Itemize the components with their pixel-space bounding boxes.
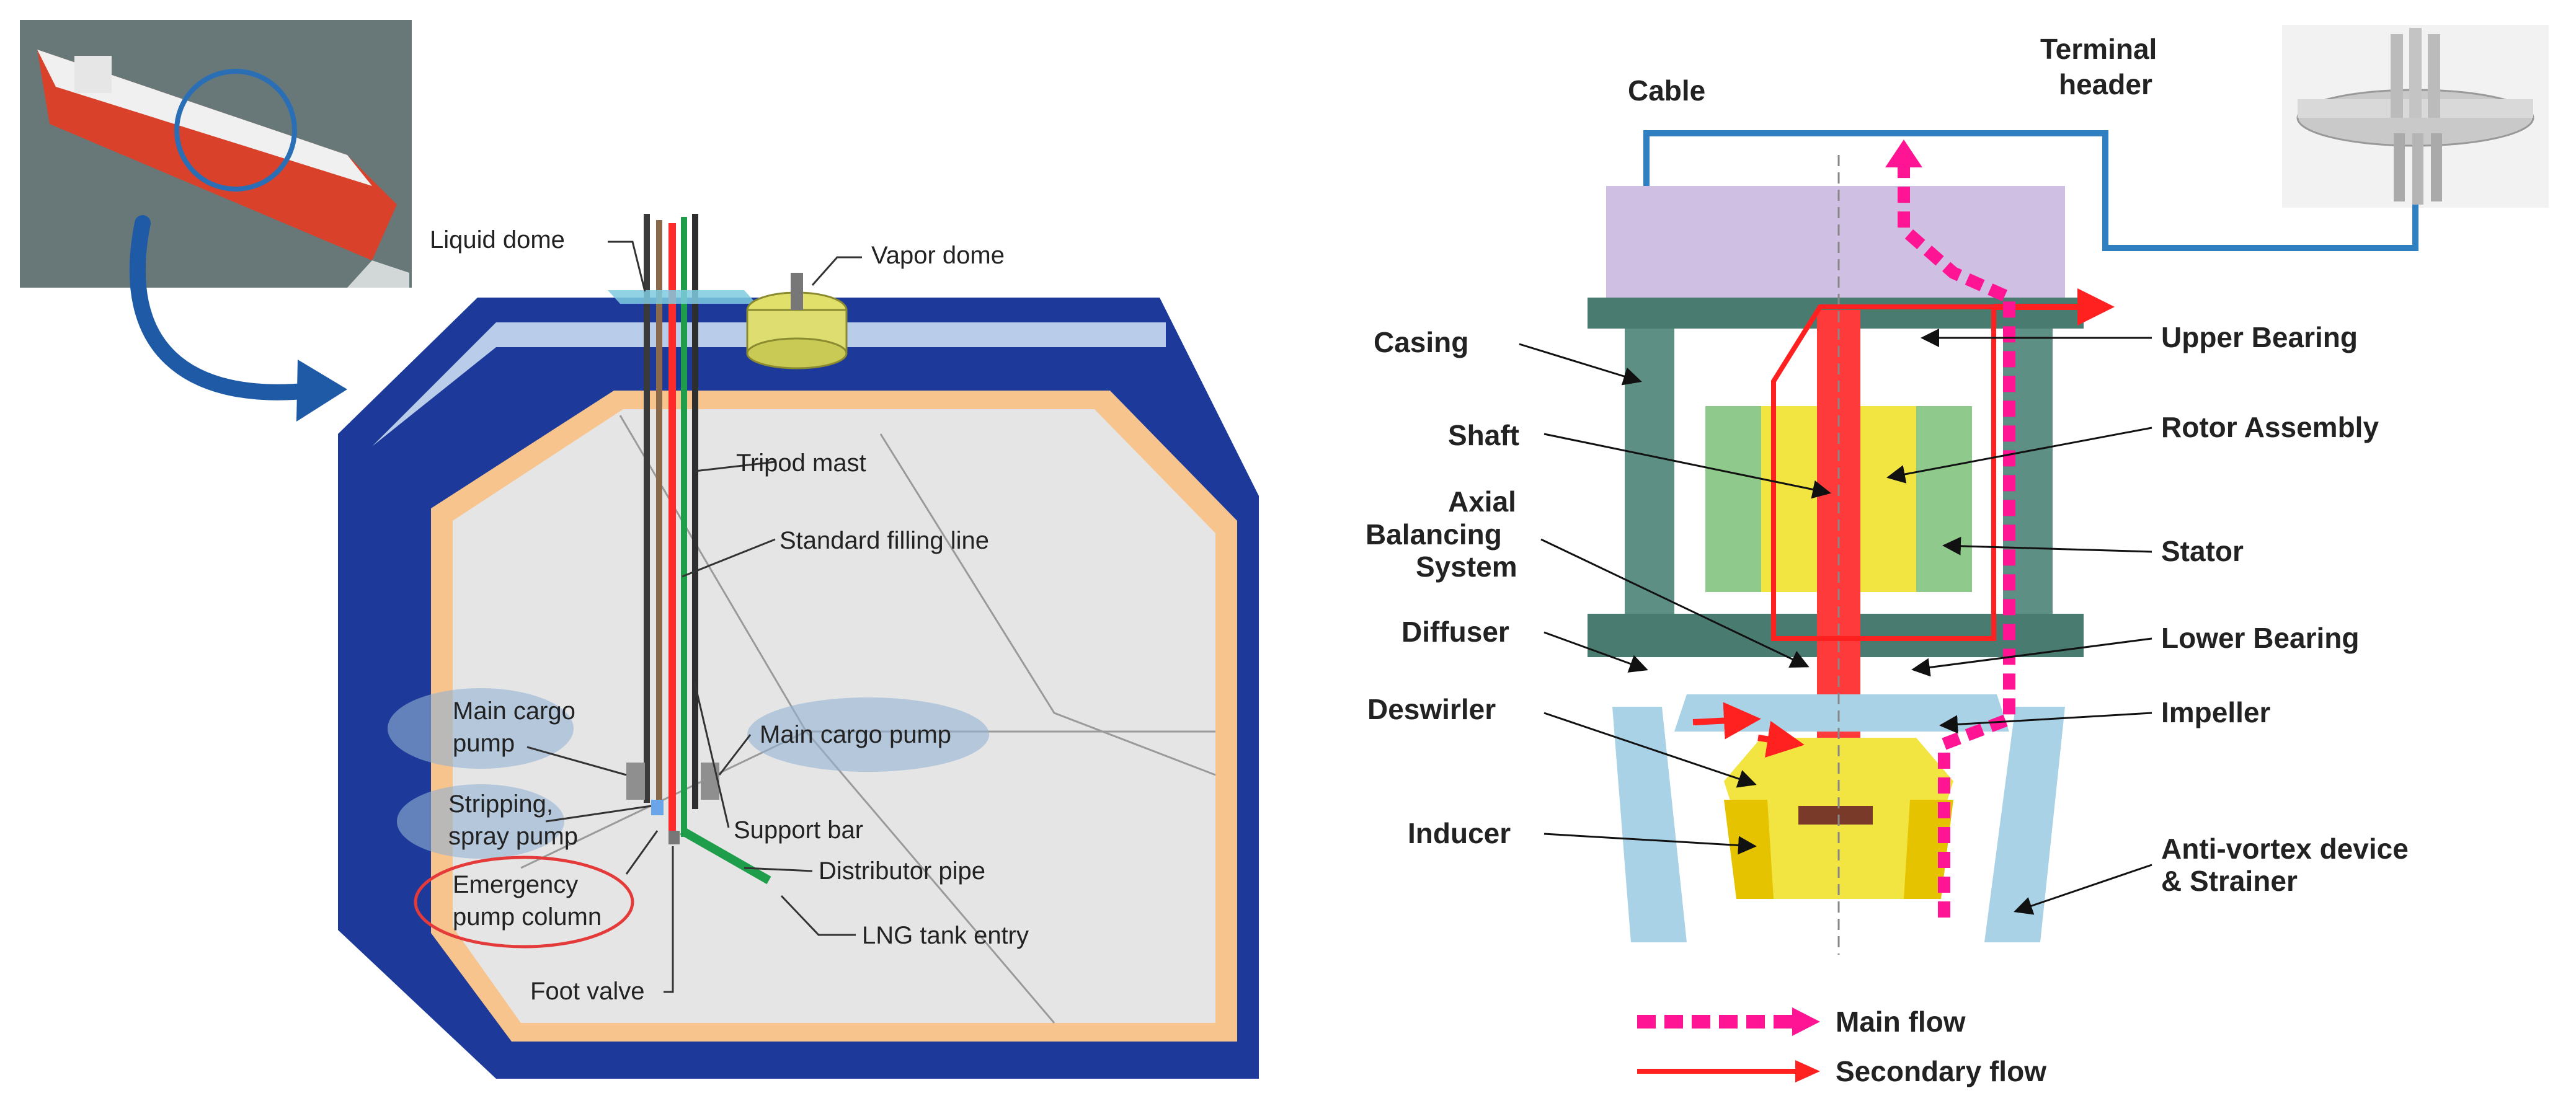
cable xyxy=(1643,130,2418,251)
label-emergency-line1: Emergency xyxy=(453,871,578,898)
label-casing: Casing xyxy=(1374,326,1468,358)
curved-arrow-head xyxy=(296,360,347,422)
label-lower-bearing: Lower Bearing xyxy=(2161,622,2360,654)
leader-liquid-dome xyxy=(608,241,646,292)
legend-secondary-flow-arrowhead xyxy=(1795,1060,1820,1082)
label-cable: Cable xyxy=(1628,74,1705,107)
leader-distributor-pipe xyxy=(744,867,813,872)
highlight-stripping-spray-pump xyxy=(397,784,564,859)
secondary-flow-loop xyxy=(1771,304,1996,641)
highlight-main-cargo-pump-right xyxy=(747,697,989,772)
leader-support-bar xyxy=(693,681,730,828)
leader-stripping xyxy=(545,805,652,823)
label-support-bar: Support bar xyxy=(734,816,863,844)
label-rotor-assembly: Rotor Assembly xyxy=(2161,411,2379,443)
label-main-cargo-pump-left-line2: pump xyxy=(453,730,515,757)
label-anti-vortex-line2: & Strainer xyxy=(2161,865,2298,897)
leader-impeller xyxy=(1939,712,2152,734)
label-axial-line2: Balancing xyxy=(1366,518,1502,551)
leader-deswirler xyxy=(1543,712,1757,788)
vapor-dome xyxy=(746,273,848,369)
label-terminal-line1: Terminal xyxy=(2040,33,2157,65)
label-liquid-dome: Liquid dome xyxy=(430,226,565,254)
main-cargo-pump-left-body xyxy=(626,763,645,800)
secondary-flow-arrow-left-2 xyxy=(1757,720,1805,758)
label-stator: Stator xyxy=(2161,535,2244,567)
curved-arrow xyxy=(129,215,318,400)
leader-axial xyxy=(1540,538,1810,668)
label-axial-line3: System xyxy=(1416,551,1517,583)
leader-tripod-mast xyxy=(694,461,776,472)
label-deswirler: Deswirler xyxy=(1367,693,1496,725)
foot-valve-body xyxy=(668,831,680,844)
highlight-main-cargo-pump-left xyxy=(388,688,574,769)
leader-main-cargo-left xyxy=(526,746,627,776)
leader-anti-vortex xyxy=(2014,864,2152,915)
label-diffuser: Diffuser xyxy=(1401,616,1509,648)
lng-tank xyxy=(338,298,1259,1079)
tripod-mast-pipes xyxy=(644,214,771,885)
leader-lng-tank-entry xyxy=(780,895,856,936)
legend-main-flow-label: Main flow xyxy=(1836,1006,1966,1038)
main-flow-arrow-head xyxy=(1885,139,1922,167)
label-tripod-mast: Tripod mast xyxy=(736,449,866,477)
label-impeller: Impeller xyxy=(2161,696,2271,728)
label-stripping-line2: spray pump xyxy=(448,823,578,850)
main-cargo-pump-right-body xyxy=(701,763,719,800)
label-inducer: Inducer xyxy=(1408,817,1511,849)
label-foot-valve: Foot valve xyxy=(530,978,645,1005)
label-anti-vortex-line1: Anti-vortex device xyxy=(2161,833,2409,865)
leader-rotor-assembly xyxy=(1886,427,2152,484)
leader-lower-bearing xyxy=(1911,637,2152,677)
terminal-header-photo xyxy=(2282,25,2549,208)
label-axial-line1: Axial xyxy=(1448,485,1516,518)
leader-shaft xyxy=(1543,433,1831,499)
liquid-dome xyxy=(608,290,757,304)
leader-inducer xyxy=(1543,833,1757,855)
stripping-pump-body xyxy=(651,800,664,815)
ship-photo xyxy=(20,20,412,288)
label-main-cargo-pump-left-line1: Main cargo xyxy=(453,697,575,725)
label-emergency-line2: pump column xyxy=(453,903,602,931)
legend-secondary-flow-label: Secondary flow xyxy=(1836,1055,2046,1087)
label-main-cargo-pump-right: Main cargo pump xyxy=(760,721,951,748)
legend: Main flow Secondary flow xyxy=(1637,1006,2046,1087)
legend-main-flow-arrowhead xyxy=(1792,1007,1820,1036)
leader-diffuser xyxy=(1543,631,1648,673)
leader-casing xyxy=(1519,343,1642,386)
leader-vapor-dome xyxy=(811,256,862,286)
leader-main-cargo-right xyxy=(718,734,752,776)
secondary-flow-arrow-left xyxy=(1692,702,1761,740)
main-flow-path xyxy=(1898,161,2015,918)
leader-stator xyxy=(1942,536,2152,555)
leader-standard-filling-line xyxy=(682,538,776,578)
label-upper-bearing: Upper Bearing xyxy=(2161,321,2358,353)
label-distributor-pipe: Distributor pipe xyxy=(819,857,985,885)
label-vapor-dome: Vapor dome xyxy=(871,242,1005,269)
label-standard-filling-line: Standard filling line xyxy=(779,527,989,554)
label-terminal-line2: header xyxy=(2059,68,2152,100)
leader-emergency-pump xyxy=(625,830,659,875)
emergency-pump-column-circle xyxy=(414,856,634,949)
label-shaft: Shaft xyxy=(1448,419,1519,451)
label-stripping-line1: Stripping, xyxy=(448,790,553,818)
leader-foot-valve xyxy=(664,846,674,993)
label-lng-tank-entry: LNG tank entry xyxy=(862,922,1029,949)
